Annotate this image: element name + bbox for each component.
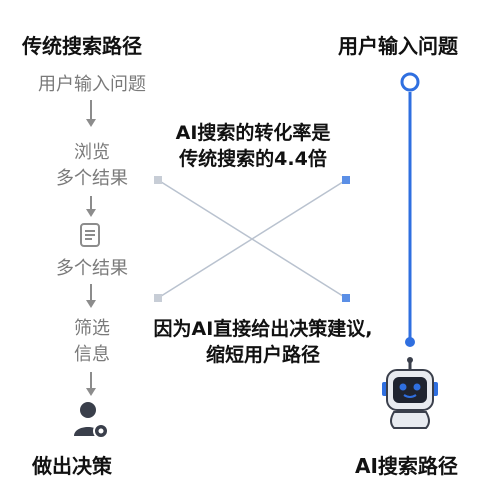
conversion-note: AI搜索的转化率是 传统搜索的4.4倍 [148,120,358,172]
node-top-left [154,176,162,184]
circle-node-icon [400,72,420,92]
step-filter: 筛选 信息 [22,316,162,368]
step-filter-line-2: 信息 [74,344,110,365]
node-top-right [342,176,350,184]
step-browse-line-2: 多个结果 [56,168,128,189]
node-bottom-left [154,294,162,302]
step-filter-line-1: 筛选 [74,318,110,339]
node-bottom-right [342,294,350,302]
end-dot [405,337,415,347]
arrow-line-2 [90,196,92,210]
traditional-path-title: 传统搜索路径 [22,34,142,58]
conversion-note-line-1: AI搜索的转化率是 [175,122,331,144]
arrow-head-3 [86,300,96,308]
step-browse-line-1: 浏览 [74,142,110,163]
arrow-line-3 [90,284,92,302]
ai-path-start-title: 用户输入问题 [338,34,458,58]
reason-note: 因为AI直接给出决策建议, 缩短用户路径 [138,316,388,368]
robot-icon [382,357,438,429]
arrow-head-2 [86,209,96,217]
reason-note-line-1: 因为AI直接给出决策建议, [153,318,373,340]
conversion-note-line-2: 传统搜索的4.4倍 [179,148,327,170]
arrow-line-4 [90,372,92,390]
ai-search-path-label: AI搜索路径 [355,454,458,478]
user-gear-icon [74,402,109,439]
make-decision-label: 做出决策 [32,454,112,478]
arrow-head-4 [86,388,96,396]
ai-path-line [400,72,420,347]
cross-line-2 [157,179,347,299]
reason-note-line-2: 缩短用户路径 [205,344,320,366]
step-multiple-results: 多个结果 [56,258,128,279]
document-icon [80,223,100,247]
arrow-line-1 [90,100,92,120]
step-browse: 浏览 多个结果 [22,140,162,192]
arrow-head-1 [86,119,96,127]
crossing-lines [154,176,350,302]
step-user-input: 用户输入问题 [38,74,146,95]
